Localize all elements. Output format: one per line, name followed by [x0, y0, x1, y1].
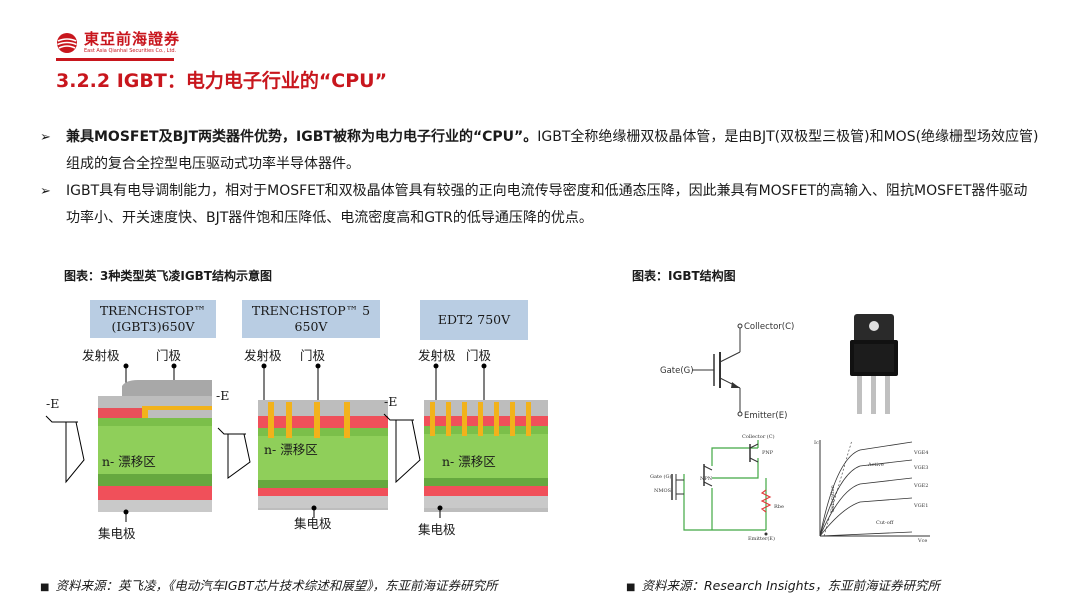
figure-right-source: ■ 资料来源：Research Insights，东亚前海证券研究所 — [626, 575, 940, 594]
panel-1-title-line1: TRENCHSTOP™ — [99, 303, 207, 318]
title-divider — [56, 58, 174, 61]
bullet-1-bold: 兼具MOSFET及BJT两类器件优势，IGBT被称为电力电子行业的“CPU”。 — [66, 129, 538, 145]
circuit-rbe-label: Rbe — [774, 504, 784, 510]
panel-3-emitter-label: 发射极 — [418, 348, 456, 363]
panel-2-title: TRENCHSTOP™ 5 650V — [242, 300, 380, 338]
figure-left-source-text: 资料来源：英飞凌，《电动汽车IGBT芯片技术综述和展望》，东亚前海证券研究所 — [55, 578, 498, 593]
circuit-npn-label: NPN — [700, 476, 713, 482]
curve-cutoff-label: Cut-off — [876, 520, 894, 526]
panel-3-collector-label: 集电极 — [418, 522, 456, 537]
panel-2-title-line2: 650V — [294, 319, 328, 334]
panel-1-diagram: 发射极 门极 n- 漂移区 -E 集电极 — [45, 348, 212, 541]
panel-2-collector-label: 集电极 — [294, 516, 332, 531]
circuit-pnp-label: PNP — [762, 450, 774, 456]
panel-2-emitter-label: 发射极 — [244, 348, 282, 363]
figure-right-caption: 图表：IGBT结构图 — [632, 269, 736, 283]
panel-1-e-label: -E — [46, 396, 59, 411]
curve-saturation-label: Saturation — [830, 484, 836, 512]
panel-3-title: EDT2 750V — [420, 300, 528, 340]
curve-vge4-label: VGE4 — [913, 450, 928, 456]
square-bullet-icon: ■ — [40, 582, 50, 593]
symbol-emitter-label: Emitter(E) — [744, 411, 787, 421]
curve-vge2-label: VGE2 — [913, 483, 928, 489]
arrow-bullet-icon: ➢ — [40, 130, 51, 145]
brand-name-cn: 東亞前海證券 — [84, 30, 181, 48]
curve-vge3-label: VGE3 — [913, 465, 928, 471]
panel-2-title-line1: TRENCHSTOP™ 5 — [251, 303, 371, 318]
figure-left-caption: 图表：3种类型英飞凌IGBT结构示意图 — [64, 269, 272, 283]
panel-2-drift-label: n- 漂移区 — [264, 442, 318, 457]
bullet-item-1: ➢ 兼具MOSFET及BJT两类器件优势，IGBT被称为电力电子行业的“CPU”… — [40, 124, 1040, 178]
igbt-package-image — [850, 314, 898, 414]
panel-1-gate-label: 门极 — [156, 348, 182, 363]
panel-1-title-line2: (IGBT3)650V — [111, 319, 195, 334]
circuit-collector-label: Collector (C) — [742, 433, 775, 440]
curve-active-label: Active — [867, 462, 884, 468]
bullet-2-text: IGBT具有电导调制能力，相对于MOSFET和双极晶体管具有较强的正向电流传导密… — [66, 183, 1028, 226]
panel-1-emitter-label: 发射极 — [82, 348, 120, 363]
panel-2-diagram: 发射极 门极 n- 漂移区 -E 集电极 — [216, 348, 388, 531]
igbt-equivalent-circuit: Collector (C) PNP NPN Gate (G) NMOS Rbe … — [650, 433, 784, 542]
igbt-output-characteristics: Ic Active Cut-off Vce Saturation VGE4 VG… — [814, 439, 930, 544]
panel-2-gate-label: 门极 — [300, 348, 326, 363]
panel-3-gate-label: 门极 — [466, 348, 492, 363]
bullet-list: ➢ 兼具MOSFET及BJT两类器件优势，IGBT被称为电力电子行业的“CPU”… — [40, 124, 1040, 232]
circuit-emitter-label: Emitter(E) — [748, 535, 775, 542]
brand-name-en: East Asia Qianhai Securities Co., Ltd. — [84, 48, 177, 54]
curve-x-axis-label: Vce — [917, 538, 927, 544]
circuit-nmos-label: NMOS — [654, 488, 672, 494]
bullet-1-text: IGBT全称绝缘栅双极晶体管，是由BJT(双极型三极管)和MOS(绝缘栅型场效应… — [66, 129, 1039, 172]
igbt-panel-2: TRENCHSTOP™ 5 650V 发射极 门极 n- 漂移区 -E 集电极 — [214, 296, 394, 550]
symbol-gate-label: Gate(G) — [660, 366, 694, 376]
panel-3-drift-label: n- 漂移区 — [442, 454, 496, 469]
figure-left-source: ■ 资料来源：英飞凌，《电动汽车IGBT芯片技术综述和展望》，东亚前海证券研究所 — [40, 575, 498, 594]
panel-3-title-line1: EDT2 750V — [437, 312, 511, 327]
igbt-panel-3: EDT2 750V 发射极 门极 n- 漂移区 -E 集电极 — [380, 296, 560, 550]
circuit-gate-label: Gate (G) — [650, 473, 671, 480]
panel-1-drift-label: n- 漂移区 — [102, 454, 156, 469]
panel-1-collector-label: 集电极 — [98, 526, 136, 541]
panel-1-title: TRENCHSTOP™ (IGBT3)650V — [90, 300, 216, 338]
panel-3-e-label: -E — [384, 394, 397, 409]
igbt-panel-1: TRENCHSTOP™ (IGBT3)650V 发射极 门极 n- 漂移区 -E… — [42, 296, 217, 550]
logo-emblem-icon — [56, 32, 78, 54]
curve-vge1-label: VGE1 — [913, 503, 928, 509]
symbol-collector-label: Collector(C) — [744, 322, 794, 332]
bullet-item-2: ➢ IGBT具有电导调制能力，相对于MOSFET和双极晶体管具有较强的正向电流传… — [40, 178, 1040, 232]
curve-y-axis-label: Ic — [814, 440, 819, 446]
panel-3-diagram: 发射极 门极 n- 漂移区 -E 集电极 — [383, 348, 548, 537]
panel-2-e-label: -E — [216, 388, 229, 403]
igbt-symbol-diagram: Collector(C) Gate(G) Emitter(E) — [660, 322, 794, 421]
page-title: 3.2.2 IGBT：电力电子行业的“CPU” — [56, 70, 388, 92]
square-bullet-icon: ■ — [626, 582, 636, 593]
company-logo: 東亞前海證券 East Asia Qianhai Securities Co.,… — [56, 30, 180, 55]
arrow-bullet-icon: ➢ — [40, 184, 51, 199]
figure-right-source-text: 资料来源：Research Insights，东亚前海证券研究所 — [641, 578, 940, 593]
